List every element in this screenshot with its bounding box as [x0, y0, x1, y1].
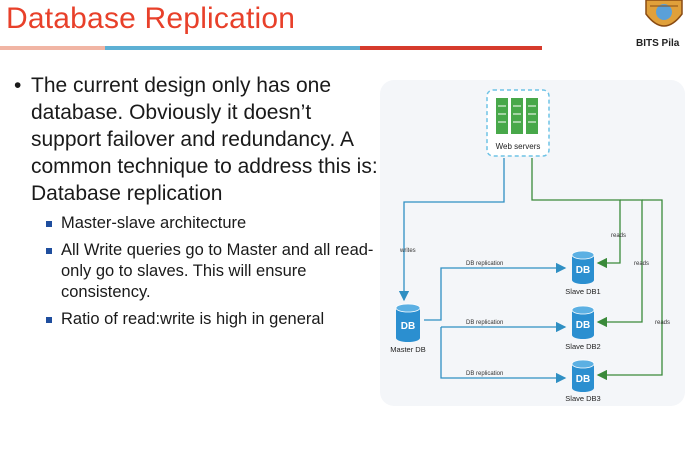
- title-rule-light: [0, 46, 105, 50]
- replication-arrow-db3: [440, 327, 567, 384]
- svg-text:DB: DB: [576, 374, 590, 385]
- slave-db3-icon: DB: [571, 359, 595, 392]
- svg-text:DB: DB: [401, 321, 415, 332]
- reads-arrow-db2: [596, 199, 643, 328]
- slave-db3-label: Slave DB3: [565, 394, 600, 403]
- reads-label-2: reads: [634, 261, 649, 267]
- title-rule-red: [360, 46, 542, 50]
- replication-label-2: DB replication: [466, 320, 503, 326]
- master-db-icon: DB: [395, 303, 421, 342]
- writes-label: writes: [399, 248, 416, 254]
- server-rack-icon: [496, 98, 538, 134]
- title-rule-blue: [105, 46, 360, 50]
- writes-arrow: [398, 158, 505, 302]
- web-servers-label: Web servers: [496, 142, 541, 151]
- square-bullet-icon: [46, 248, 52, 254]
- slave-db2-label: Slave DB2: [565, 342, 600, 351]
- reads-arrow-db3: [596, 199, 663, 381]
- sub-bullet-list: Master-slave architecture All Write quer…: [14, 213, 384, 330]
- sub-bullet: Ratio of read:write is high in general: [46, 309, 384, 330]
- svg-text:DB: DB: [576, 320, 590, 331]
- svg-text:DB: DB: [576, 265, 590, 276]
- main-bullet-text: The current design only has one database…: [31, 74, 378, 205]
- sub-bullet: Master-slave architecture: [46, 213, 384, 234]
- slave-db2-icon: DB: [571, 305, 595, 339]
- brand-text: BITS Pila: [636, 38, 680, 49]
- replication-label-1: DB replication: [466, 261, 503, 267]
- bullet-list: • The current design only has one databa…: [14, 72, 384, 336]
- slave-db1-icon: DB: [571, 250, 595, 284]
- replication-diagram: Web servers writes reads reads reads DB …: [380, 80, 685, 406]
- replication-arrow-db1: [424, 262, 567, 321]
- replication-label-3: DB replication: [466, 371, 503, 377]
- diagram-background: [380, 80, 685, 406]
- slave-db1-label: Slave DB1: [565, 287, 600, 296]
- slide-title: Database Replication: [6, 2, 296, 35]
- university-logo-icon: [645, 0, 683, 27]
- sub-bullet: All Write queries go to Master and all r…: [46, 240, 384, 303]
- master-db-label: Master DB: [390, 345, 425, 354]
- square-bullet-icon: [46, 317, 52, 323]
- reads-label-1: reads: [611, 233, 626, 239]
- reads-label-3: reads: [655, 320, 670, 326]
- square-bullet-icon: [46, 221, 52, 227]
- main-bullet: • The current design only has one databa…: [14, 72, 384, 207]
- bullet-dot-icon: •: [14, 74, 22, 97]
